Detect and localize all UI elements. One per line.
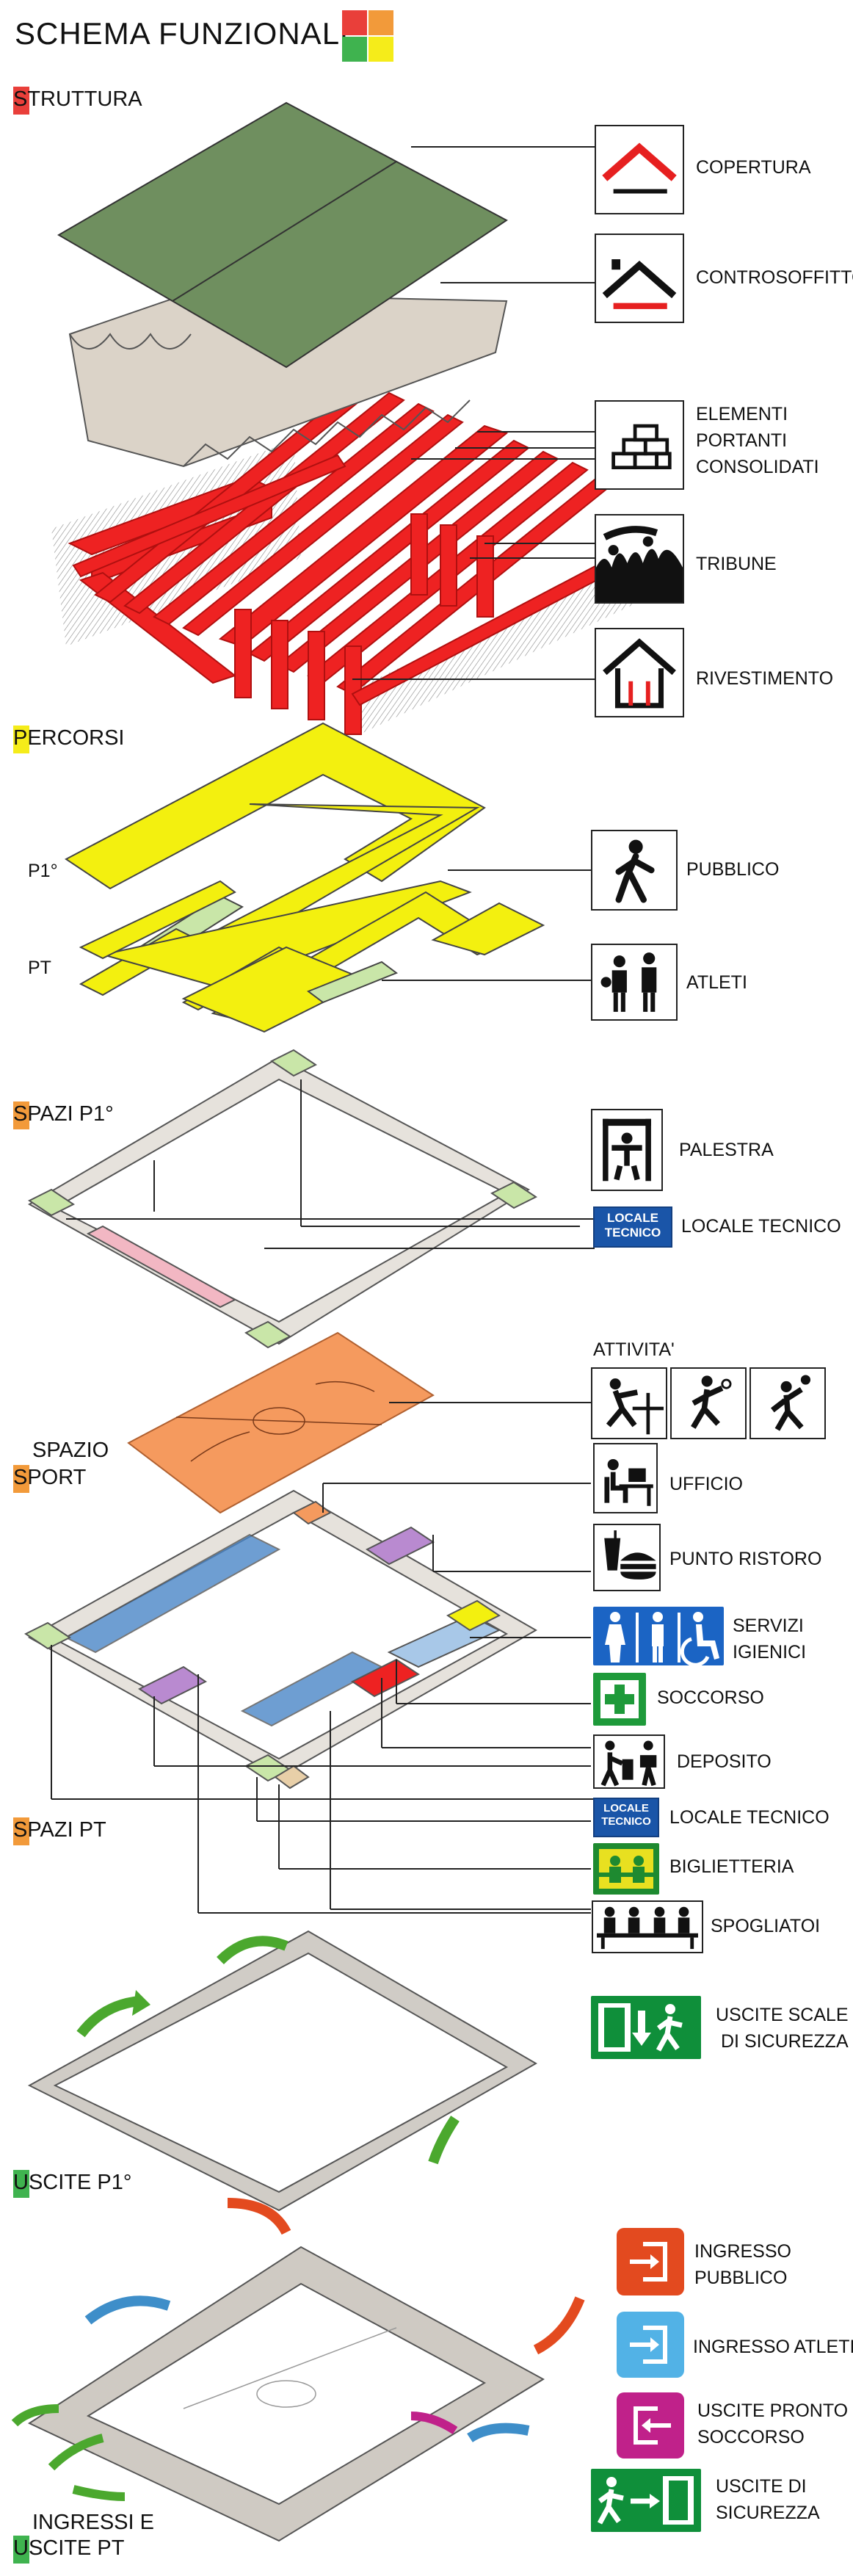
label-locale-tecnico: LOCALE TECNICO — [681, 1216, 841, 1237]
toilet-icon — [593, 1607, 724, 1665]
label-biglietteria: BIGLIETTERIA — [669, 1856, 794, 1877]
label-uscite-scale-2: DI SICUREZZA — [721, 2031, 849, 2052]
house-icon — [595, 628, 684, 717]
office-icon — [593, 1443, 658, 1513]
bricks-icon — [595, 400, 684, 490]
label-servizi-1: SERVIZI — [733, 1616, 804, 1636]
basketball-icon — [749, 1367, 826, 1439]
label-uscite-pronto-2: SOCCORSO — [697, 2427, 805, 2447]
label-palestra: PALESTRA — [679, 1140, 774, 1160]
section-spazi-p1: SPAZI P1° — [13, 1101, 114, 1129]
exit-icon — [617, 2392, 684, 2459]
label-rivestimento: RIVESTIMENTO — [696, 668, 834, 689]
spazi-p1-drawing — [27, 1049, 595, 1349]
label-ingresso-pubblico-1: INGRESSO — [694, 2241, 791, 2262]
crowd-icon — [595, 514, 684, 604]
label-elementi-3: CONSOLIDATI — [696, 457, 819, 477]
label-servizi-2: IGIENICI — [733, 1642, 807, 1663]
color-squares-logo — [342, 10, 393, 62]
food-icon — [593, 1524, 661, 1591]
label-soccorso: SOCCORSO — [657, 1687, 764, 1708]
section-spazi-pt: SPAZI PT — [13, 1817, 106, 1845]
athletes-icon — [591, 944, 678, 1021]
floor-label-p1: P1° — [28, 861, 58, 881]
percorsi-drawing — [65, 722, 591, 1033]
struttura-drawing — [51, 101, 640, 735]
label-uscite-sicurezza-2: SICUREZZA — [716, 2503, 820, 2523]
section-ingressi-line1: INGRESSI E — [32, 2511, 154, 2534]
label-spogliatoi: SPOGLIATOI — [711, 1916, 821, 1936]
label-locale-tecnico-pt: LOCALE TECNICO — [669, 1807, 830, 1828]
section-ingressi-pt: USCITE PT — [13, 2536, 124, 2564]
label-uscite-scale-1: USCITE SCALE — [716, 2005, 849, 2025]
emergency-stairs-icon — [591, 1996, 701, 2059]
trolley-icon — [593, 1734, 665, 1789]
ticket-icon — [593, 1843, 659, 1895]
label-ufficio: UFFICIO — [669, 1474, 743, 1494]
label-uscite-sicurezza-1: USCITE DI — [716, 2476, 807, 2497]
locale-tecnico-sign: LOCALE TECNICO — [593, 1206, 672, 1248]
label-pubblico: PUBBLICO — [686, 859, 780, 880]
handball-icon — [670, 1367, 747, 1439]
label-attivita: ATTIVITA' — [593, 1339, 675, 1360]
page-title: SCHEMA FUNZIONALE — [15, 16, 362, 51]
copertura-icon — [595, 125, 684, 214]
spazio-sport-drawing — [127, 1331, 591, 1514]
label-atleti: ATLETI — [686, 972, 747, 993]
ingressi-pt-drawing — [11, 2198, 585, 2542]
label-ingresso-atleti: INGRESSO ATLETI — [693, 2337, 853, 2357]
floor-label-pt: PT — [28, 958, 51, 978]
label-tribune: TRIBUNE — [696, 554, 777, 574]
ping-pong-icon — [591, 1367, 667, 1439]
locker-icon — [592, 1900, 703, 1953]
label-elementi-2: PORTANTI — [696, 430, 788, 451]
section-spazio-sport-line1: SPAZIO — [32, 1439, 109, 1462]
uscite-p1-drawing — [27, 1930, 538, 2212]
section-uscite-p1: USCITE P1° — [13, 2170, 131, 2198]
first-aid-icon — [593, 1673, 646, 1726]
label-uscite-pronto-1: USCITE PRONTO — [697, 2400, 849, 2421]
label-ingresso-pubblico-2: PUBBLICO — [694, 2268, 788, 2288]
label-elementi-1: ELEMENTI — [696, 404, 788, 424]
pedestrian-icon — [591, 830, 678, 911]
label-controsoffitto: CONTROSOFFITTO — [696, 267, 853, 288]
entry-icon — [617, 2228, 684, 2295]
label-copertura: COPERTURA — [696, 157, 811, 178]
exit-icon — [591, 2469, 701, 2532]
label-deposito: DEPOSITO — [677, 1751, 772, 1772]
gym-icon — [591, 1109, 663, 1191]
entry-icon — [617, 2312, 684, 2378]
section-spazio-sport: SPORT — [13, 1465, 86, 1493]
section-struttura: STRUTTURA — [13, 87, 142, 115]
spazi-pt-drawing — [24, 1483, 595, 1914]
section-percorsi: PERCORSI — [13, 726, 124, 753]
locale-tecnico-pt-sign: LOCALE TECNICO — [593, 1798, 659, 1837]
label-punto-ristoro: PUNTO RISTORO — [669, 1549, 822, 1569]
controsoffitto-icon — [595, 234, 684, 323]
